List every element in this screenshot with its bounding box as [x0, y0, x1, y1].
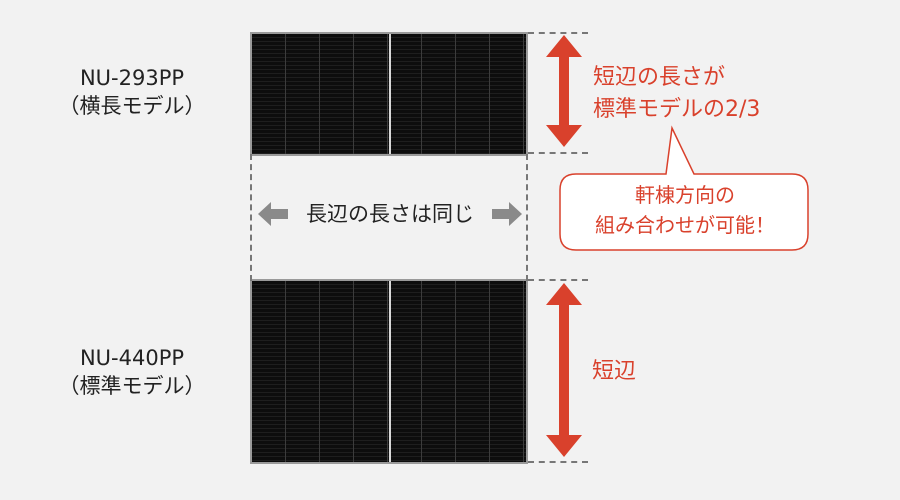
- callout-line-1: 軒棟方向の: [635, 183, 735, 207]
- model-type: （横長モデル）: [58, 94, 206, 118]
- panel-divider: [389, 281, 391, 462]
- note-line-1: 短辺の長さが: [593, 65, 726, 90]
- top-panel-bottom-guide: [528, 152, 588, 154]
- note-line-2: 標準モデルの2/3: [593, 97, 761, 122]
- solar-panel-landscape: [250, 32, 528, 156]
- model-label-bottom: NU-440PP （標準モデル）: [22, 344, 242, 400]
- same-width-guide: [250, 154, 528, 281]
- model-type: （標準モデル）: [58, 374, 206, 398]
- solar-panel-standard: [250, 279, 528, 464]
- short-side-label: 短辺: [592, 359, 637, 384]
- callout-line-2: 組み合わせが可能！: [595, 213, 775, 237]
- same-long-side-label: 長辺の長さは同じ: [258, 198, 522, 230]
- model-label-top: NU-293PP （横長モデル）: [22, 64, 242, 120]
- same-long-side-text: 長辺の長さは同じ: [306, 202, 474, 226]
- bottom-edge-guide: [528, 461, 588, 463]
- bottom-panel-top-guide: [528, 279, 588, 281]
- short-side-arrow-bottom-icon: [546, 283, 582, 457]
- arrow-right-icon: [492, 202, 522, 226]
- panel-divider: [389, 34, 391, 154]
- short-side-ratio-note: 短辺の長さが 標準モデルの2/3: [593, 62, 760, 126]
- callout-text: 軒棟方向の 組み合わせが可能！: [560, 180, 810, 240]
- short-side-arrow-top-icon: [546, 35, 582, 147]
- model-name: NU-293PP: [79, 66, 185, 90]
- arrow-left-icon: [258, 202, 288, 226]
- top-edge-guide: [528, 32, 588, 34]
- model-name: NU-440PP: [79, 346, 185, 370]
